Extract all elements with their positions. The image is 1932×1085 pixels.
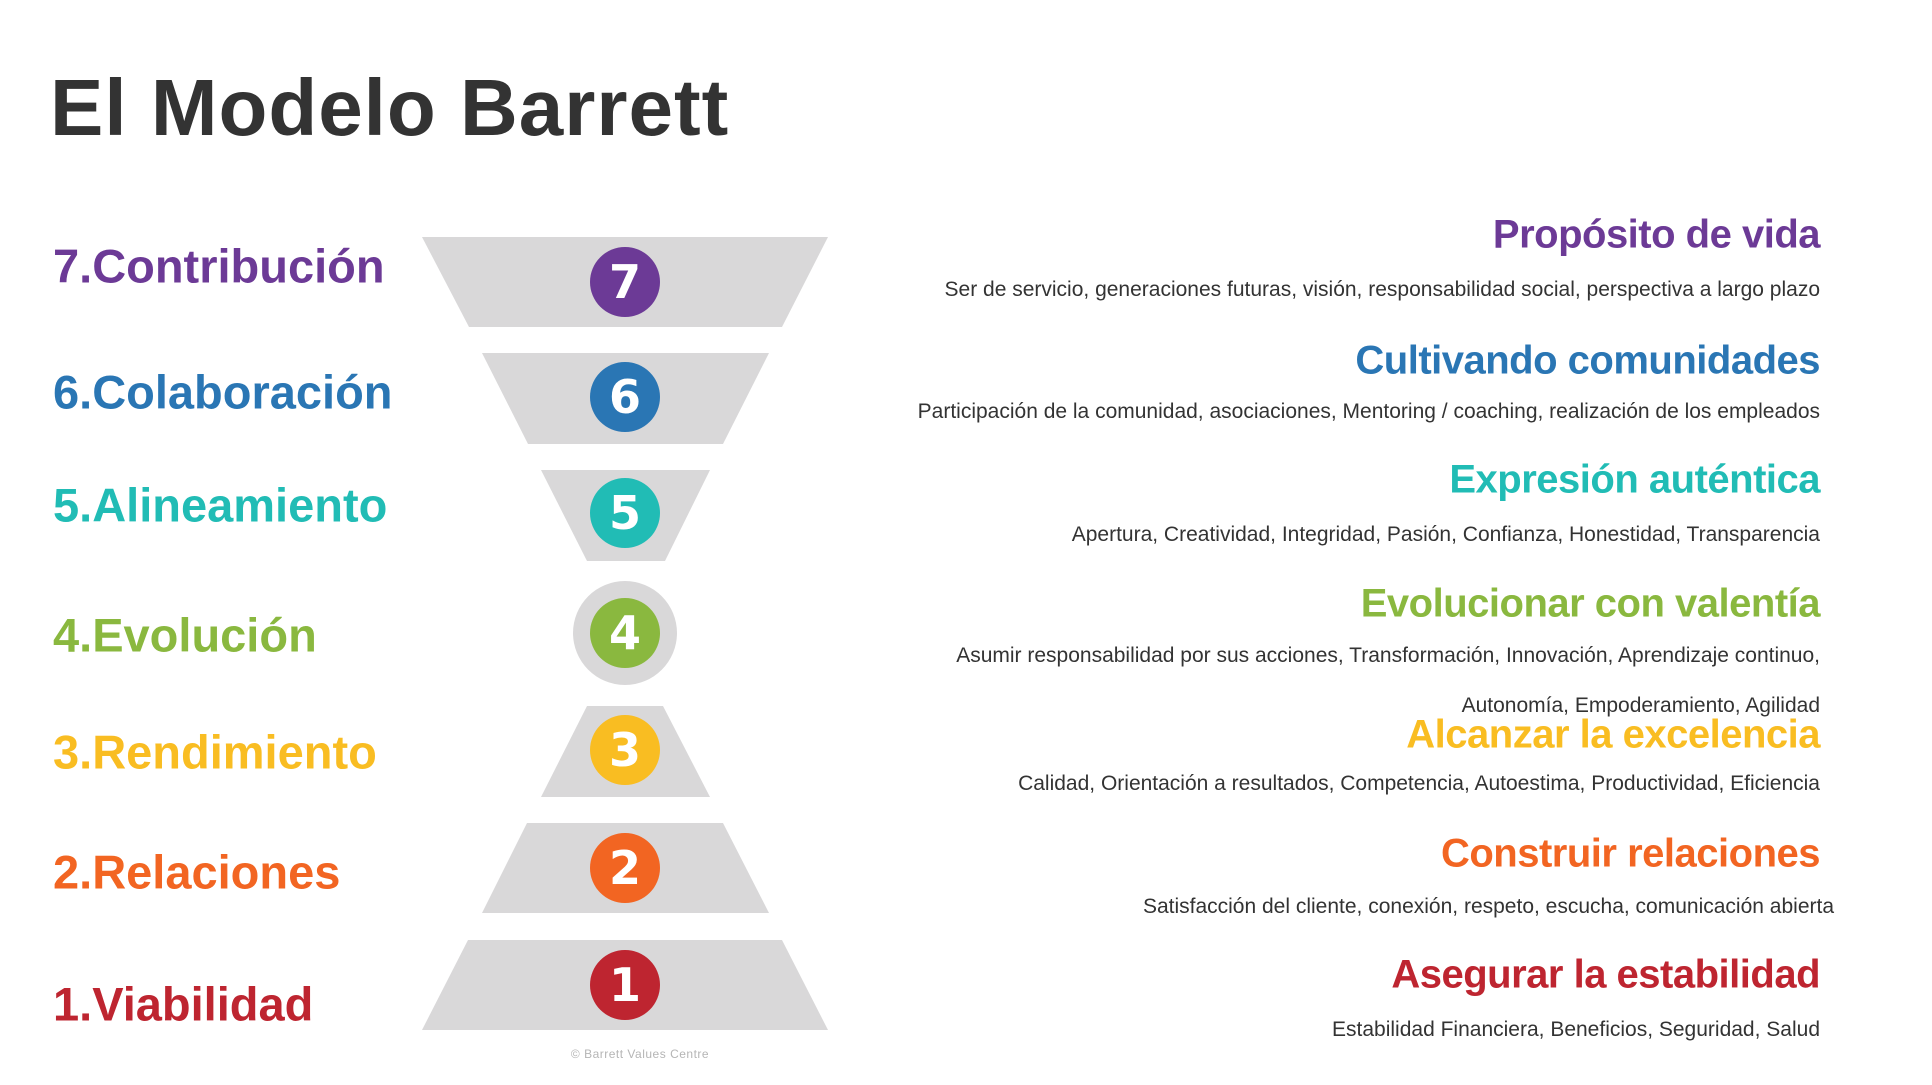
heading-2: Construir relaciones <box>1440 831 1821 876</box>
badge-7 <box>590 247 660 317</box>
badge-number-1: 1 <box>609 958 641 1012</box>
badge-number-4: 4 <box>609 606 641 660</box>
heading-7: Propósito de vida <box>1492 212 1821 257</box>
heading-5: Expresión auténtica <box>1449 457 1820 502</box>
level-label-5: 5.Alineamiento <box>53 478 388 532</box>
badge-2 <box>590 833 660 903</box>
description-1: Estabilidad Financiera, Beneficios, Segu… <box>1332 1018 1820 1041</box>
description-3: Calidad, Orientación a resultados, Compe… <box>1018 772 1820 795</box>
badge-1 <box>590 950 660 1020</box>
level-label-7: 7.Contribución <box>53 239 385 293</box>
level-label-2: 2.Relaciones <box>53 845 341 899</box>
level-label-3: 3.Rendimiento <box>53 725 377 779</box>
heading-3: Alcanzar la excelencia <box>1406 712 1820 757</box>
description-4: Asumir responsabilidad por sus acciones,… <box>956 644 1820 667</box>
description-6: Participación de la comunidad, asociacio… <box>917 400 1820 423</box>
badge-3 <box>590 715 660 785</box>
heading-1: Asegurar la estabilidad <box>1391 952 1820 997</box>
copyright-notice: © Barrett Values Centre <box>571 1047 709 1061</box>
badge-number-5: 5 <box>609 486 641 540</box>
description-4-line2: Autonomía, Empoderamiento, Agilidad <box>1461 694 1820 717</box>
level-label-1: 1.Viabilidad <box>53 977 314 1031</box>
badge-number-6: 6 <box>609 370 641 424</box>
badge-4 <box>590 598 660 668</box>
badge-6 <box>590 362 660 432</box>
badge-number-2: 2 <box>609 841 641 895</box>
description-5: Apertura, Creatividad, Integridad, Pasió… <box>1071 523 1820 546</box>
heading-6: Cultivando comunidades <box>1355 338 1820 383</box>
heading-4: Evolucionar con valentía <box>1360 581 1821 626</box>
page-title: El Modelo Barrett <box>50 63 730 152</box>
description-2: Satisfacción del cliente, conexión, resp… <box>1142 895 1834 918</box>
level-label-4: 4.Evolución <box>53 608 317 662</box>
description-7: Ser de servicio, generaciones futuras, v… <box>944 278 1820 301</box>
badge-number-7: 7 <box>609 255 641 309</box>
level-label-6: 6.Colaboración <box>53 365 393 419</box>
badge-number-3: 3 <box>609 723 641 777</box>
badge-5 <box>590 478 660 548</box>
